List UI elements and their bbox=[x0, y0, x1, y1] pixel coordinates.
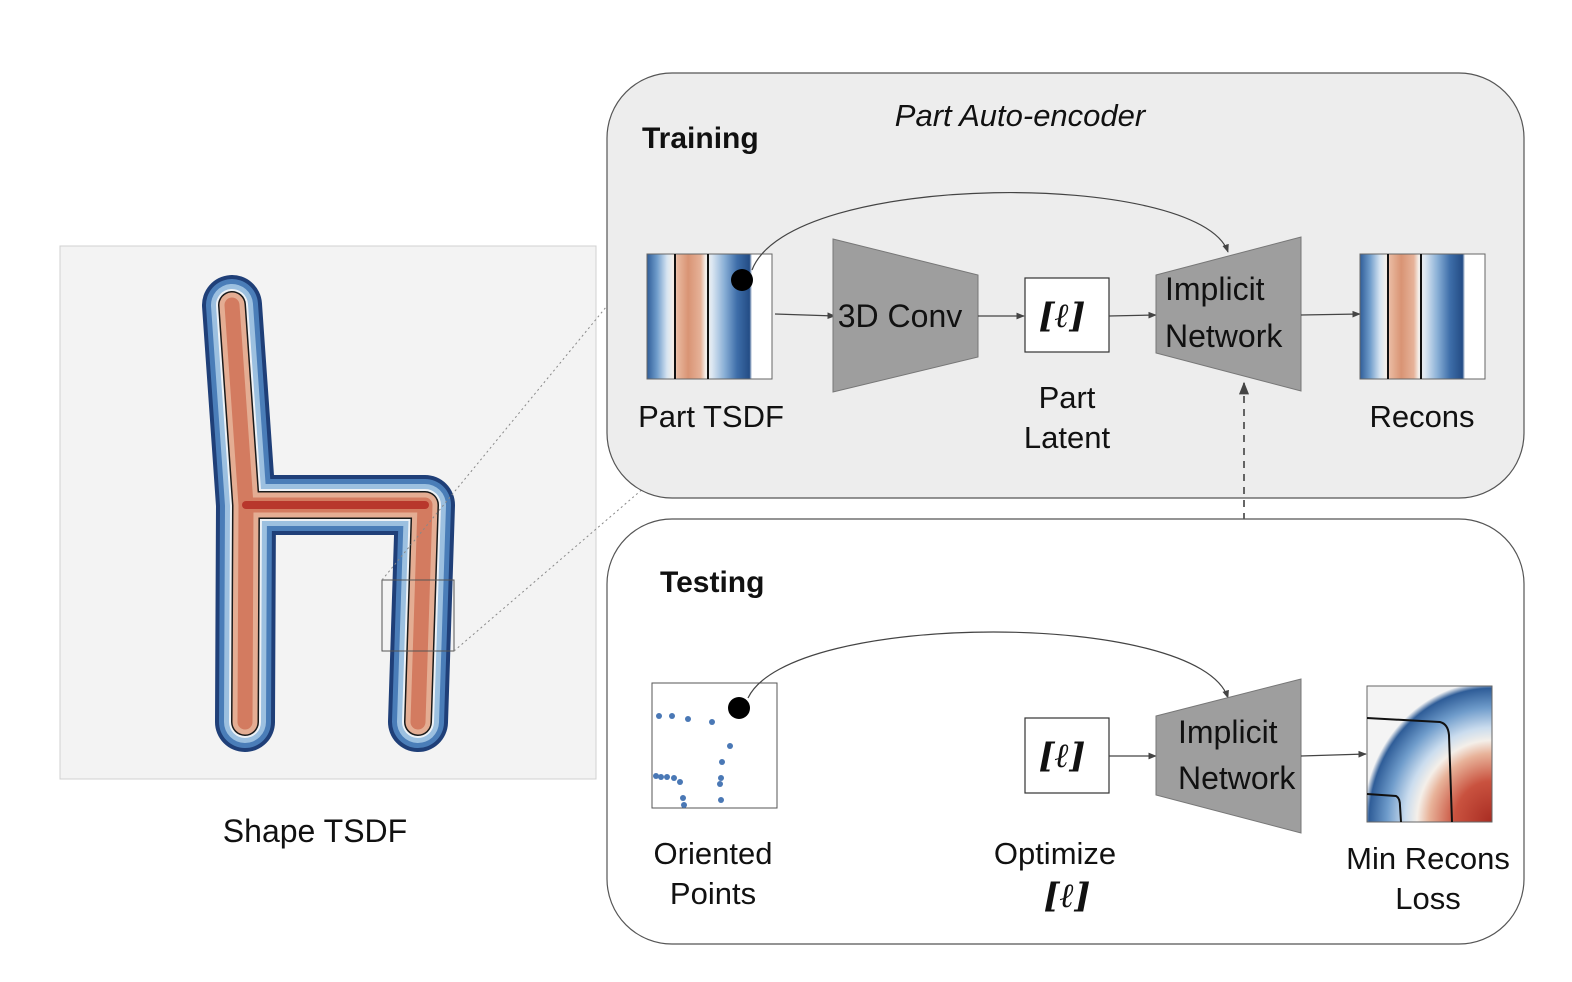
arrow-decoder-to-recons bbox=[1300, 310, 1361, 318]
optimize-label-line2: [ℓ] bbox=[1044, 876, 1091, 916]
implicit-network-testing-block bbox=[1155, 678, 1302, 834]
optimize-label-line1: Optimize bbox=[994, 836, 1116, 871]
oriented-points-scatter bbox=[653, 713, 733, 808]
implicit-network-testing-line1: Implicit bbox=[1178, 714, 1278, 750]
oriented-points-label-line1: Oriented bbox=[654, 836, 773, 871]
training-panel: Training Part Auto-encoder Part TSDF 3D … bbox=[606, 72, 1525, 499]
implicit-network-testing-line2: Network bbox=[1178, 760, 1296, 796]
conv3d-encoder-block bbox=[832, 238, 979, 393]
part-latent-box bbox=[1024, 277, 1110, 353]
part-latent-label-line1: Part bbox=[1039, 380, 1096, 415]
arrow-tsdf-to-conv bbox=[774, 312, 836, 320]
part-tsdf-label: Part TSDF bbox=[638, 399, 784, 434]
min-recons-label-line2: Loss bbox=[1395, 881, 1460, 916]
recons-label: Recons bbox=[1369, 399, 1474, 434]
implicit-network-training-line2: Network bbox=[1165, 318, 1283, 354]
part-latent-label-line2: Latent bbox=[1024, 420, 1111, 455]
min-recons-contour bbox=[1366, 717, 1453, 823]
shape-tsdf-label: Shape TSDF bbox=[223, 813, 407, 849]
testing-title: Testing bbox=[660, 566, 764, 599]
conv3d-label: 3D Conv bbox=[838, 298, 963, 334]
testing-skip-arrow bbox=[747, 631, 1229, 699]
arrow-latent-to-decoder bbox=[1108, 311, 1157, 319]
part-autoencoder-header: Part Auto-encoder bbox=[895, 98, 1147, 133]
part-tsdf-marker bbox=[731, 269, 753, 291]
recons-image bbox=[1359, 253, 1486, 380]
test-latent-box bbox=[1024, 717, 1110, 794]
shape-tsdf-panel: Shape TSDF bbox=[59, 245, 773, 849]
testing-panel: Testing Oriented Points [ℓ] Optimize [ℓ]… bbox=[606, 518, 1525, 945]
min-recons-image bbox=[1366, 685, 1493, 823]
test-latent-symbol: [ℓ] bbox=[1039, 736, 1086, 776]
implicit-network-training-line1: Implicit bbox=[1165, 271, 1265, 307]
training-title: Training bbox=[642, 122, 759, 155]
min-recons-label-line1: Min Recons bbox=[1346, 841, 1510, 876]
part-latent-symbol: [ℓ] bbox=[1039, 296, 1086, 336]
arrow-test-decoder-to-output bbox=[1300, 750, 1367, 758]
part-tsdf-image bbox=[646, 253, 773, 380]
oriented-points-marker bbox=[728, 697, 750, 719]
implicit-network-training-block bbox=[1155, 236, 1302, 392]
chair-tsdf-image bbox=[202, 275, 455, 752]
training-skip-arrow bbox=[751, 191, 1229, 271]
oriented-points-image bbox=[651, 682, 778, 809]
oriented-points-label-line2: Points bbox=[670, 876, 756, 911]
min-recons-contour-inner bbox=[1366, 793, 1402, 823]
zoom-region-box bbox=[381, 579, 455, 652]
